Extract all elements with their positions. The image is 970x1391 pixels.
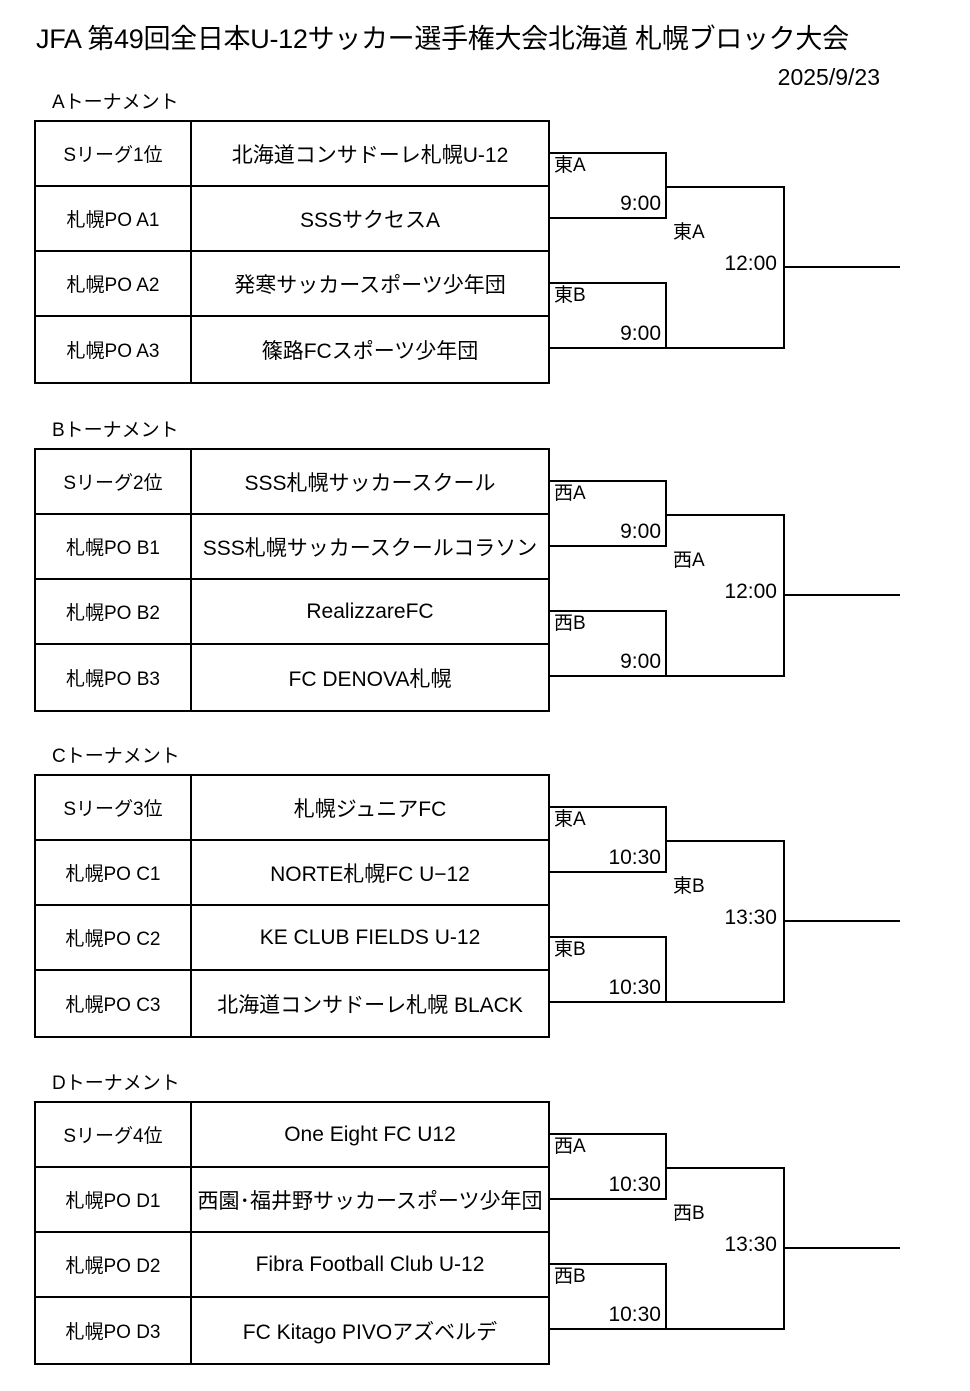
seed-label: Sリーグ4位 bbox=[36, 1103, 192, 1166]
semifinal-venue-label: 西A bbox=[554, 483, 586, 504]
table-row: Sリーグ1位 北海道コンサドーレ札幌U-12 bbox=[36, 122, 548, 187]
seed-label: 札幌PO D1 bbox=[36, 1168, 192, 1231]
final-kickoff-time: 12:00 bbox=[724, 580, 777, 603]
final-venue-label: 西A bbox=[673, 550, 705, 571]
seed-label: 札幌PO C2 bbox=[36, 906, 192, 969]
semifinal-match-2: 西B 10:30 bbox=[550, 1263, 667, 1330]
page-title: JFA 第49回全日本U-12サッカー選手権大会北海道 札幌ブロック大会 bbox=[36, 24, 849, 54]
team-table-b: Sリーグ2位 SSS札幌サッカースクール 札幌PO B1 SSS札幌サッカースク… bbox=[34, 448, 550, 712]
event-date: 2025/9/23 bbox=[777, 64, 880, 90]
table-row: 札幌PO C3 北海道コンサドーレ札幌 BLACK bbox=[36, 971, 548, 1036]
semifinal-venue-label: 東B bbox=[554, 939, 586, 960]
table-row: 札幌PO A3 篠路FCスポーツ少年団 bbox=[36, 317, 548, 382]
table-row: 札幌PO D1 西園･福井野サッカースポーツ少年団 bbox=[36, 1168, 548, 1233]
final-match: 東A 12:00 bbox=[667, 186, 785, 349]
final-kickoff-time: 12:00 bbox=[724, 252, 777, 275]
table-row: Sリーグ2位 SSS札幌サッカースクール bbox=[36, 450, 548, 515]
semifinal-match-1: 西A 10:30 bbox=[550, 1133, 667, 1200]
team-name: 西園･福井野サッカースポーツ少年団 bbox=[197, 1189, 543, 1213]
semifinal-venue-label: 西A bbox=[554, 1136, 586, 1157]
table-row: 札幌PO B3 FC DENOVA札幌 bbox=[36, 645, 548, 710]
team-table-a: Sリーグ1位 北海道コンサドーレ札幌U-12 札幌PO A1 SSSサクセスA … bbox=[34, 120, 550, 384]
seed-label: Sリーグ3位 bbox=[36, 776, 192, 839]
seed-label: 札幌PO B1 bbox=[36, 515, 192, 578]
final-match: 西A 12:00 bbox=[667, 514, 785, 677]
semifinal-kickoff-time: 10:30 bbox=[608, 1173, 661, 1196]
seed-label: 札幌PO A3 bbox=[36, 317, 192, 382]
section-label-b: Bトーナメント bbox=[52, 420, 179, 441]
semifinal-venue-label: 東B bbox=[554, 285, 586, 306]
final-match: 西B 13:30 bbox=[667, 1167, 785, 1330]
team-name: SSSサクセスA bbox=[299, 208, 441, 232]
final-venue-label: 西B bbox=[673, 1203, 705, 1224]
seed-label: 札幌PO C3 bbox=[36, 971, 192, 1036]
winner-line bbox=[785, 266, 900, 268]
team-name: RealizzareFC bbox=[306, 599, 434, 623]
semifinal-kickoff-time: 9:00 bbox=[620, 650, 661, 673]
team-name: 札幌ジュニアFC bbox=[293, 797, 447, 821]
semifinal-match-1: 東A 9:00 bbox=[550, 152, 667, 219]
semifinal-kickoff-time: 10:30 bbox=[608, 846, 661, 869]
semifinal-match-1: 西A 9:00 bbox=[550, 480, 667, 547]
semifinal-kickoff-time: 9:00 bbox=[620, 520, 661, 543]
team-name: SSS札幌サッカースクールコラソン bbox=[202, 536, 538, 560]
team-name: FC Kitago PIVOアズベルデ bbox=[242, 1320, 498, 1344]
team-name: 北海道コンサドーレ札幌U-12 bbox=[231, 143, 509, 167]
seed-label: 札幌PO D2 bbox=[36, 1233, 192, 1296]
semifinal-venue-label: 西B bbox=[554, 613, 586, 634]
seed-label: 札幌PO B2 bbox=[36, 580, 192, 643]
table-row: 札幌PO B2 RealizzareFC bbox=[36, 580, 548, 645]
team-name: 篠路FCスポーツ少年団 bbox=[261, 339, 479, 363]
table-row: 札幌PO A1 SSSサクセスA bbox=[36, 187, 548, 252]
table-row: 札幌PO D3 FC Kitago PIVOアズベルデ bbox=[36, 1298, 548, 1363]
semifinal-match-1: 東A 10:30 bbox=[550, 806, 667, 873]
team-name: KE CLUB FIELDS U-12 bbox=[259, 925, 481, 949]
section-label-d: Dトーナメント bbox=[52, 1073, 180, 1094]
team-name: SSS札幌サッカースクール bbox=[244, 471, 496, 495]
semifinal-kickoff-time: 9:00 bbox=[620, 322, 661, 345]
team-table-d: Sリーグ4位 One Eight FC U12 札幌PO D1 西園･福井野サッ… bbox=[34, 1101, 550, 1365]
final-match: 東B 13:30 bbox=[667, 840, 785, 1003]
final-kickoff-time: 13:30 bbox=[724, 1233, 777, 1256]
table-row: 札幌PO B1 SSS札幌サッカースクールコラソン bbox=[36, 515, 548, 580]
semifinal-kickoff-time: 9:00 bbox=[620, 192, 661, 215]
final-venue-label: 東A bbox=[673, 222, 705, 243]
seed-label: Sリーグ1位 bbox=[36, 122, 192, 185]
table-row: 札幌PO D2 Fibra Football Club U-12 bbox=[36, 1233, 548, 1298]
semifinal-kickoff-time: 10:30 bbox=[608, 976, 661, 999]
final-kickoff-time: 13:30 bbox=[724, 906, 777, 929]
winner-line bbox=[785, 1247, 900, 1249]
section-label-a: Aトーナメント bbox=[52, 92, 179, 113]
team-name: Fibra Football Club U-12 bbox=[255, 1252, 485, 1276]
team-name: 発寒サッカースポーツ少年団 bbox=[234, 273, 506, 297]
winner-line bbox=[785, 594, 900, 596]
semifinal-venue-label: 西B bbox=[554, 1266, 586, 1287]
seed-label: 札幌PO D3 bbox=[36, 1298, 192, 1363]
seed-label: 札幌PO B3 bbox=[36, 645, 192, 710]
table-row: 札幌PO C2 KE CLUB FIELDS U-12 bbox=[36, 906, 548, 971]
team-table-c: Sリーグ3位 札幌ジュニアFC 札幌PO C1 NORTE札幌FC U−12 札… bbox=[34, 774, 550, 1038]
section-label-c: Cトーナメント bbox=[52, 746, 180, 767]
seed-label: 札幌PO C1 bbox=[36, 841, 192, 904]
winner-line bbox=[785, 920, 900, 922]
table-row: Sリーグ4位 One Eight FC U12 bbox=[36, 1103, 548, 1168]
semifinal-venue-label: 東A bbox=[554, 155, 586, 176]
semifinal-match-2: 東B 10:30 bbox=[550, 936, 667, 1003]
team-name: FC DENOVA札幌 bbox=[288, 667, 452, 691]
team-name: One Eight FC U12 bbox=[284, 1122, 456, 1146]
team-name: NORTE札幌FC U−12 bbox=[270, 862, 470, 886]
semifinal-kickoff-time: 10:30 bbox=[608, 1303, 661, 1326]
table-row: 札幌PO A2 発寒サッカースポーツ少年団 bbox=[36, 252, 548, 317]
seed-label: 札幌PO A2 bbox=[36, 252, 192, 315]
team-name: 北海道コンサドーレ札幌 BLACK bbox=[217, 993, 523, 1017]
table-row: 札幌PO C1 NORTE札幌FC U−12 bbox=[36, 841, 548, 906]
semifinal-venue-label: 東A bbox=[554, 809, 586, 830]
semifinal-match-2: 西B 9:00 bbox=[550, 610, 667, 677]
final-venue-label: 東B bbox=[673, 876, 705, 897]
seed-label: 札幌PO A1 bbox=[36, 187, 192, 250]
semifinal-match-2: 東B 9:00 bbox=[550, 282, 667, 349]
seed-label: Sリーグ2位 bbox=[36, 450, 192, 513]
table-row: Sリーグ3位 札幌ジュニアFC bbox=[36, 776, 548, 841]
